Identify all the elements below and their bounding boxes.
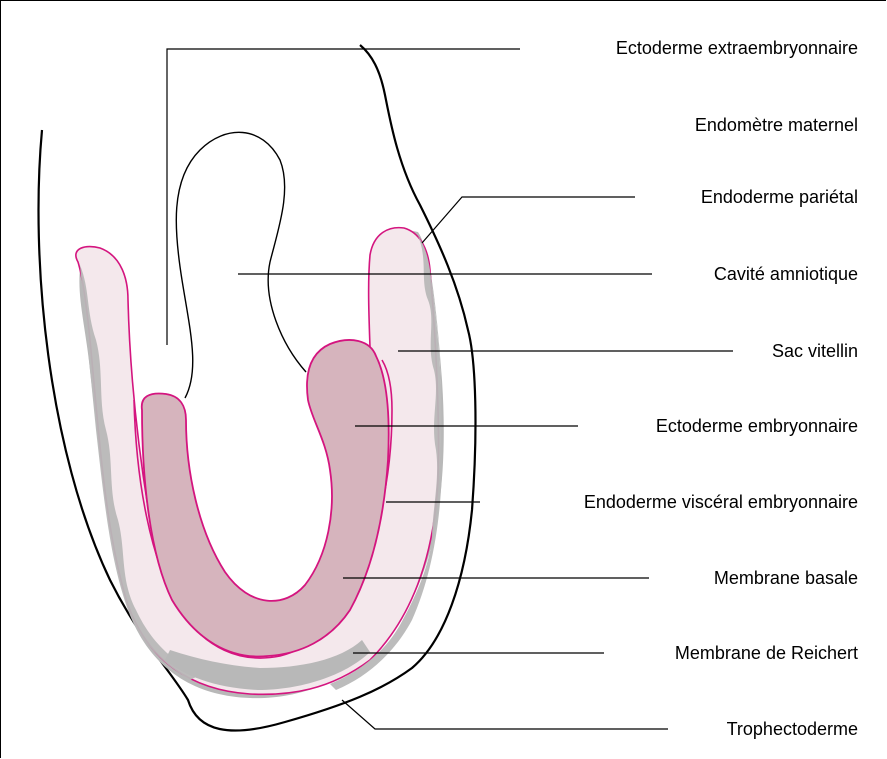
- label-sac-vitellin: Sac vitellin: [772, 342, 858, 360]
- label-cavite-amniotique: Cavité amniotique: [714, 265, 858, 283]
- leader-endoderme-parietal: [422, 197, 635, 243]
- label-membrane-basale: Membrane basale: [714, 569, 858, 587]
- label-endoderme-parietal: Endoderme pariétal: [701, 188, 858, 206]
- label-membrane-reichert: Membrane de Reichert: [675, 644, 858, 662]
- amniotic-cavity-outline: [176, 132, 306, 398]
- label-endoderme-visceral-embryonnaire: Endoderme viscéral embryonnaire: [584, 493, 858, 511]
- label-trophectoderme: Trophectoderme: [727, 720, 858, 738]
- leader-trophectoderme: [342, 700, 668, 729]
- label-ectoderme-embryonnaire: Ectoderme embryonnaire: [656, 417, 858, 435]
- label-endometre-maternel: Endomètre maternel: [695, 116, 858, 134]
- label-ectoderme-extraembryonnaire: Ectoderme extraembryonnaire: [616, 39, 858, 57]
